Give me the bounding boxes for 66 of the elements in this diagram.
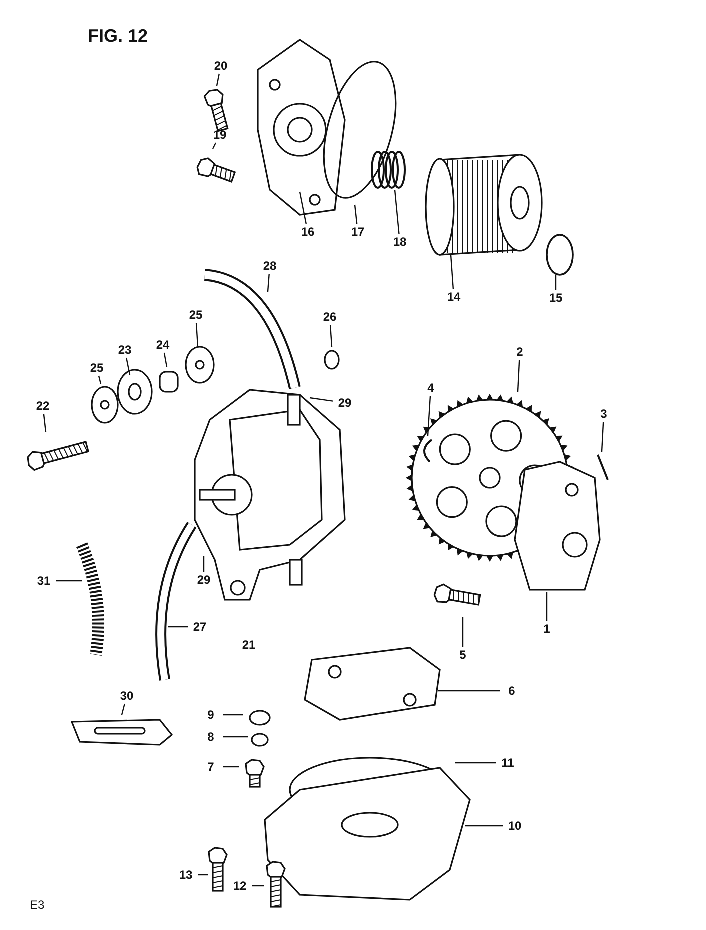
leader-line	[198, 874, 208, 876]
leader-line	[394, 190, 400, 234]
leader-line	[223, 736, 248, 738]
callout-number: 27	[188, 619, 212, 635]
leader-line	[267, 274, 270, 292]
leader-line	[168, 626, 188, 628]
leader-line	[196, 322, 199, 348]
leader-line	[354, 204, 358, 224]
callout-number: 7	[199, 759, 223, 775]
callout-number: 17	[346, 224, 370, 240]
leader-line	[98, 376, 102, 384]
callout-number: 13	[174, 867, 198, 883]
leader-line	[56, 580, 82, 582]
leader-line	[164, 352, 168, 368]
callout-number: 30	[115, 688, 139, 704]
callout-number: 21	[237, 637, 261, 653]
callout-number: 5	[451, 647, 475, 663]
leader-line	[546, 592, 548, 621]
callout-number: 29	[333, 395, 357, 411]
leader-line	[121, 704, 126, 716]
leader-line	[438, 690, 500, 692]
leader-line	[465, 825, 503, 827]
leader-line	[126, 358, 131, 376]
callout-number: 6	[500, 683, 524, 699]
leader-line	[252, 885, 264, 887]
callout-number: 2	[508, 344, 532, 360]
leader-line	[517, 360, 520, 392]
leader-line	[310, 397, 334, 402]
callout-number: 11	[496, 755, 520, 771]
callout-number: 9	[199, 707, 223, 723]
leader-line	[216, 74, 220, 86]
leader-line	[462, 617, 464, 647]
callout-number: 19	[208, 127, 232, 143]
callout-number: 29	[192, 572, 216, 588]
leader-line	[427, 396, 432, 436]
callout-number: 16	[296, 224, 320, 240]
leader-line	[43, 414, 47, 432]
leader-line	[555, 275, 557, 290]
callout-number: 12	[228, 878, 252, 894]
callout-number: 25	[85, 360, 109, 376]
callout-number: 23	[113, 342, 137, 358]
callout-number: 3	[592, 406, 616, 422]
figure-title: FIG. 12	[88, 26, 148, 47]
callout-number: 20	[209, 58, 233, 74]
leader-line	[223, 766, 239, 768]
callout-number: 24	[151, 337, 175, 353]
callout-number: 14	[442, 289, 466, 305]
callout-number: 15	[544, 290, 568, 306]
callout-number: 8	[199, 729, 223, 745]
callout-number: 26	[318, 309, 342, 325]
callout-number: 22	[31, 398, 55, 414]
leader-line	[212, 142, 217, 150]
callout-number: 10	[503, 818, 527, 834]
callout-number: 18	[388, 234, 412, 250]
leader-line	[455, 762, 496, 764]
callout-number: 31	[32, 573, 56, 589]
leader-line	[330, 324, 333, 348]
callout-number: 1	[535, 621, 559, 637]
leader-line	[601, 422, 604, 452]
model-code: E3	[30, 898, 45, 912]
callout-number: 25	[184, 307, 208, 323]
leader-line	[203, 556, 205, 572]
leader-line	[223, 714, 243, 716]
callout-number: 28	[258, 258, 282, 274]
callout-number: 4	[419, 380, 443, 396]
leader-line	[450, 254, 454, 290]
